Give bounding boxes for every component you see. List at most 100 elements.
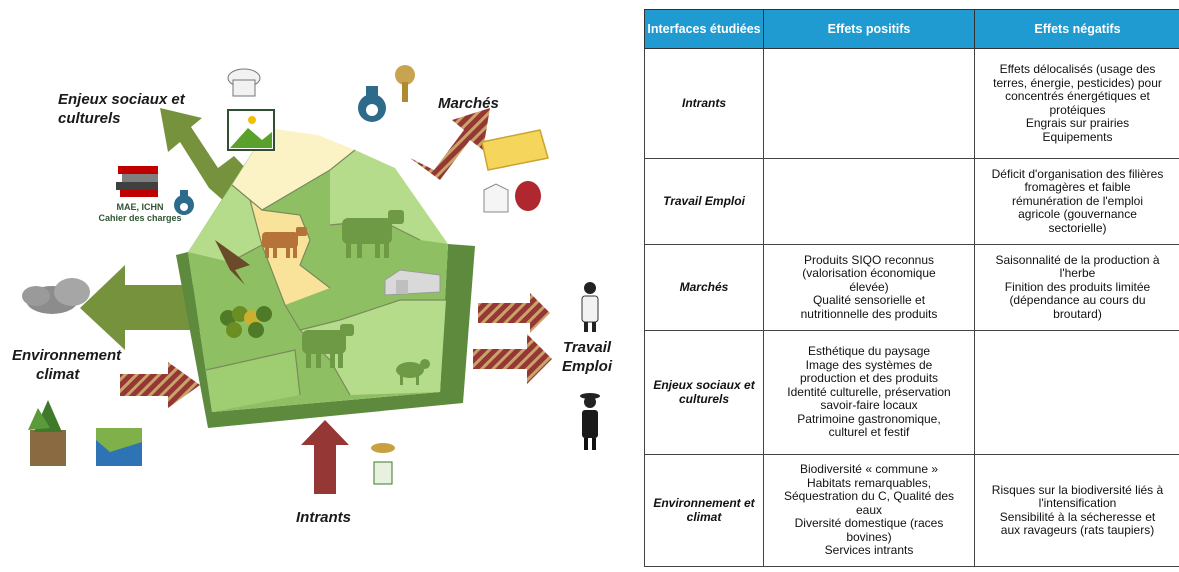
river-icon [96,428,142,466]
seal-icon [395,65,415,102]
books-icon [116,166,158,197]
negative-effect-line: l'intensification [977,497,1178,511]
cell-negative [975,331,1179,455]
label-enjeux-line2: culturels [58,109,185,128]
negative-effect-line: rémunération de l'emploi [977,195,1178,209]
cell-positive [764,49,975,159]
positive-effect-line: production et des produits [766,372,972,386]
positive-effect-line: Image des systèmes de [766,359,972,373]
table-header-row: Interfaces étudiées Effets positifs Effe… [645,10,1179,49]
header-negative: Effets négatifs [975,10,1179,49]
positive-effect-line: Habitats remarquables, [766,477,972,491]
header-interfaces: Interfaces étudiées [645,10,764,49]
label-intrants: Intrants [296,508,351,527]
label-mae: MAE, ICHN Cahier des charges [90,202,190,224]
landscape-diagram: Enjeux sociaux et culturels Marchés Envi… [0,0,640,567]
row-interface-name: Enjeux sociaux et culturels [645,331,764,455]
negative-effect-line: Saisonnalité de la production à [977,254,1178,268]
negative-effect-line: protéiques [977,104,1178,118]
meat-icon [515,181,541,211]
cell-positive: Produits SIQO reconnus(valorisation écon… [764,245,975,331]
table-row: Travail Emploi Déficit d'organisation des… [645,159,1179,245]
positive-effect-line: bovines) [766,531,972,545]
label-travail-line1: Travail [562,338,612,357]
arrow-to-travail-1 [478,293,550,333]
positive-effect-line: élevée) [766,281,972,295]
arrow-to-marches [410,108,490,180]
money-bag-icon [358,86,386,122]
row-interface-name: Environnement et climat [645,455,764,567]
negative-effect-line: fromagères et faible [977,181,1178,195]
positive-effect-line: Patrimoine gastronomique, [766,413,972,427]
milk-icon [484,184,508,212]
cell-positive [764,159,975,245]
positive-effect-line: Biodiversité « commune » [766,463,972,477]
cell-positive: Biodiversité « commune »Habitats remarqu… [764,455,975,567]
negative-effect-line: terres, énergie, pesticides) pour [977,77,1178,91]
label-marches: Marchés [438,94,499,113]
negative-effect-line: Engrais sur prairies [977,117,1178,131]
row-interface-name: Travail Emploi [645,159,764,245]
negative-effect-line: concentrés énergétiques et [977,90,1178,104]
positive-effect-line: (valorisation économique [766,267,972,281]
positive-effect-line: Qualité sensorielle et [766,294,972,308]
arrow-from-environnement [120,362,200,408]
feed-icon [371,443,395,484]
farmer-icon [580,393,600,450]
positive-effect-line: nutritionnelle des produits [766,308,972,322]
positive-effect-line: Esthétique du paysage [766,345,972,359]
negative-effect-line: broutard) [977,308,1178,322]
label-enjeux: Enjeux sociaux et culturels [58,90,185,128]
negative-effect-line: l'herbe [977,267,1178,281]
positive-effect-line: savoir-faire locaux [766,399,972,413]
negative-effect-line: sectorielle) [977,222,1178,236]
chef-hat-icon [228,69,260,96]
row-interface-name: Marchés [645,245,764,331]
plants-icon [28,400,66,466]
label-mae-line2: Cahier des charges [90,213,190,224]
negative-effect-line: Equipements [977,131,1178,145]
positive-effect-line: Services intrants [766,544,972,558]
negative-effect-line: Risques sur la biodiversité liés à [977,484,1178,498]
negative-effect-line: agricole (gouvernance [977,208,1178,222]
row-interface-name: Intrants [645,49,764,159]
diagram-canvas [0,0,640,567]
label-mae-line1: MAE, ICHN [90,202,190,213]
negative-effect-line: aux ravageurs (rats taupiers) [977,524,1178,538]
positive-effect-line: Produits SIQO reconnus [766,254,972,268]
landscape-icon [228,110,274,150]
effects-table: Interfaces étudiées Effets positifs Effe… [644,9,1179,567]
cloud-icon [22,278,90,314]
negative-effect-line: Finition des produits limitée [977,281,1178,295]
positive-effect-line: culturel et festif [766,426,972,440]
header-positive: Effets positifs [764,10,975,49]
label-travail: Travail Emploi [562,338,612,376]
farmer-icon [582,282,598,332]
negative-effect-line: (dépendance au cours du [977,294,1178,308]
label-enjeux-line1: Enjeux sociaux et [58,90,185,109]
cheese-icon [482,130,548,170]
label-environnement: Environnement climat [12,346,121,384]
label-environnement-line2: climat [12,365,121,384]
positive-effect-line: Identité culturelle, préservation [766,386,972,400]
positive-effect-line: eaux [766,504,972,518]
arrow-to-travail-2 [473,334,552,384]
positive-effect-line: Séquestration du C, Qualité des [766,490,972,504]
negative-effect-line: Déficit d'organisation des filières [977,168,1178,182]
label-environnement-line1: Environnement [12,346,121,365]
label-travail-line2: Emploi [562,357,612,376]
arrow-from-intrants [301,420,349,494]
negative-effect-line: Effets délocalisés (usage des [977,63,1178,77]
positive-effect-line: Diversité domestique (races [766,517,972,531]
negative-effect-line: Sensibilité à la sécheresse et [977,511,1178,525]
